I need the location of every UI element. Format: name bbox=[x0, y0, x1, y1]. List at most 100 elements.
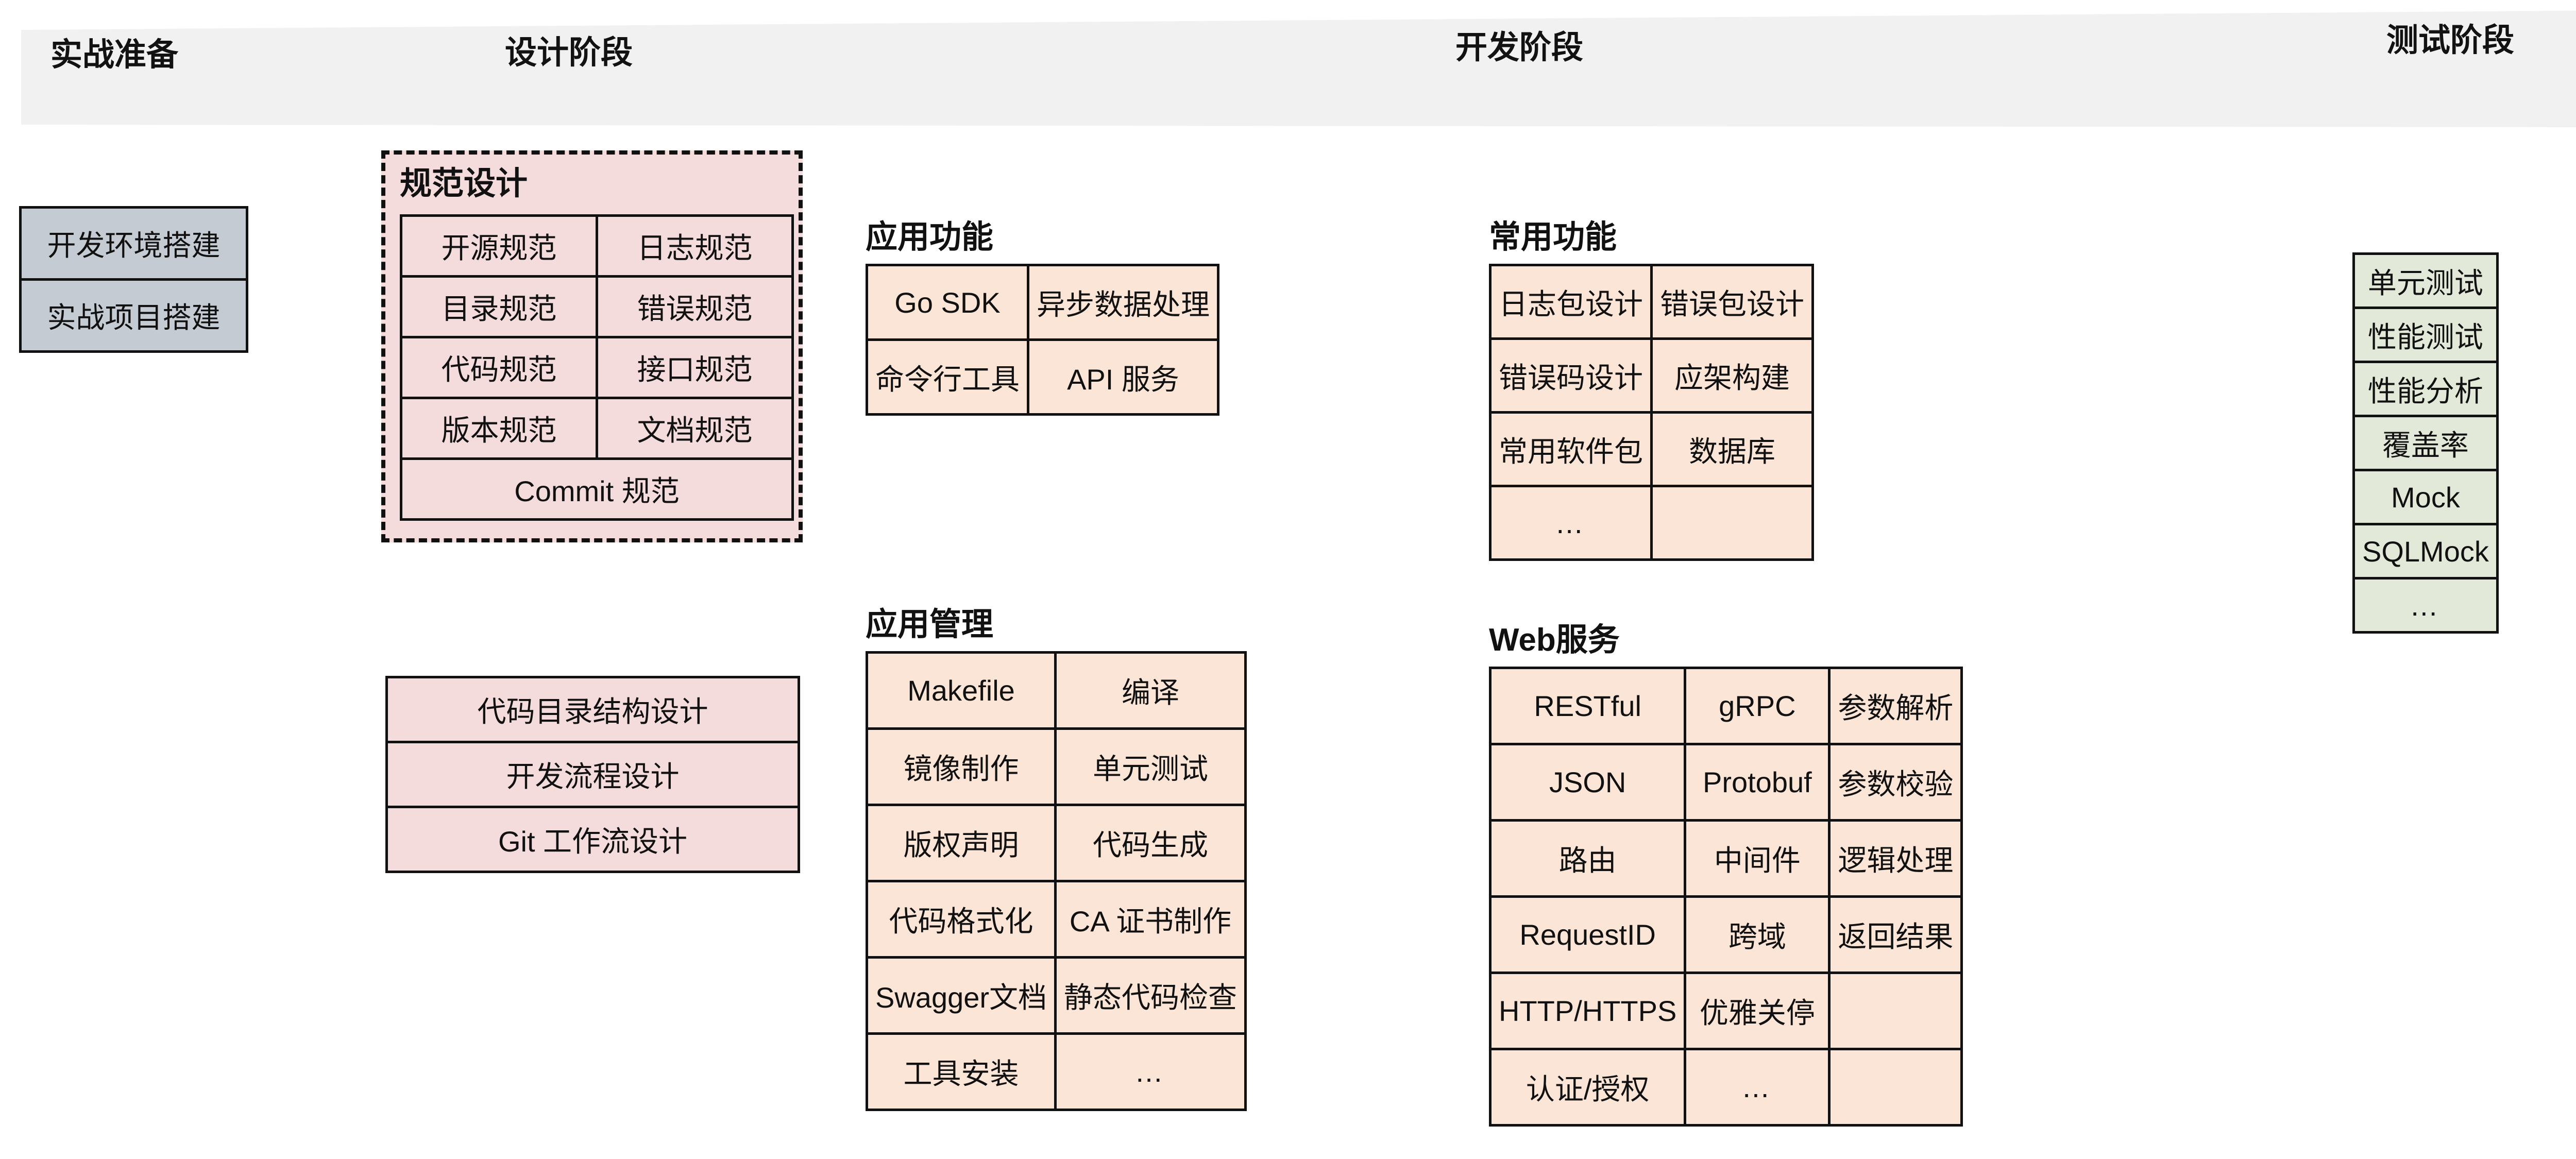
app-function-cell-cli[interactable]: 命令行工具 bbox=[866, 338, 1029, 416]
web-cell-json[interactable]: JSON bbox=[1488, 743, 1687, 822]
table-row[interactable]: 覆盖率 bbox=[2352, 415, 2499, 471]
spec-cell-code[interactable]: 代码规范 bbox=[400, 336, 598, 399]
table-row[interactable]: 版权声明 代码生成 bbox=[865, 804, 1247, 882]
web-cell-response[interactable]: 返回结果 bbox=[1828, 895, 1963, 974]
app-mgmt-cell-copyright[interactable]: 版权声明 bbox=[865, 804, 1057, 882]
web-cell-shutdown[interactable]: 优雅关停 bbox=[1684, 971, 1831, 1050]
web-cell-protobuf[interactable]: Protobuf bbox=[1684, 743, 1831, 822]
table-row[interactable]: 代码目录结构设计 bbox=[385, 676, 800, 743]
web-service-title: Web服务 bbox=[1489, 622, 1620, 658]
spec-cell-open-source[interactable]: 开源规范 bbox=[400, 214, 598, 278]
design-extra-cell-dev-flow[interactable]: 开发流程设计 bbox=[385, 741, 800, 808]
common-cell-scaffold[interactable]: 应架构建 bbox=[1650, 337, 1814, 414]
app-function-cell-go-sdk[interactable]: Go SDK bbox=[866, 264, 1029, 341]
table-row[interactable]: 性能分析 bbox=[2352, 361, 2499, 417]
spec-cell-log[interactable]: 日志规范 bbox=[596, 214, 794, 278]
table-row[interactable]: Mock bbox=[2352, 469, 2499, 525]
web-cell-http[interactable]: HTTP/HTTPS bbox=[1488, 971, 1687, 1050]
common-cell-error-pkg[interactable]: 错误包设计 bbox=[1650, 264, 1814, 340]
table-row[interactable]: 开发环境搭建 bbox=[19, 206, 248, 281]
table-row[interactable]: Go SDK 异步数据处理 bbox=[866, 264, 1219, 341]
table-row[interactable]: 代码格式化 CA 证书制作 bbox=[865, 880, 1247, 959]
table-row[interactable]: 错误码设计 应架构建 bbox=[1489, 337, 1814, 414]
web-cell-cors[interactable]: 跨域 bbox=[1684, 895, 1831, 974]
table-row[interactable]: 认证/授权 … bbox=[1488, 1048, 1963, 1127]
table-row[interactable]: 常用软件包 数据库 bbox=[1489, 411, 1814, 487]
table-row[interactable]: HTTP/HTTPS 优雅关停 bbox=[1488, 971, 1963, 1050]
common-cell-packages[interactable]: 常用软件包 bbox=[1489, 411, 1653, 487]
stage-banner: 实战准备 设计阶段 开发阶段 测试阶段 部署阶段 Tips bbox=[0, 0, 2576, 134]
table-row[interactable]: 版本规范 文档规范 bbox=[400, 397, 794, 460]
testing-cell-sqlmock[interactable]: SQLMock bbox=[2352, 523, 2499, 580]
spec-cell-error[interactable]: 错误规范 bbox=[596, 275, 794, 338]
table-row[interactable]: JSON Protobuf 参数校验 bbox=[1488, 743, 1963, 822]
testing-cell-perf-test[interactable]: 性能测试 bbox=[2352, 306, 2499, 363]
table-row[interactable]: 性能测试 bbox=[2352, 306, 2499, 363]
table-row[interactable]: 镜像制作 单元测试 bbox=[865, 727, 1247, 806]
table-row[interactable]: 工具安装 … bbox=[865, 1032, 1247, 1111]
spec-cell-directory[interactable]: 目录规范 bbox=[400, 275, 598, 338]
table-row[interactable]: 单元测试 bbox=[2352, 252, 2499, 309]
common-cell-database[interactable]: 数据库 bbox=[1650, 411, 1814, 487]
table-row[interactable]: Makefile 编译 bbox=[865, 651, 1247, 730]
table-row[interactable]: Git 工作流设计 bbox=[385, 806, 800, 873]
common-cell-log-pkg[interactable]: 日志包设计 bbox=[1489, 264, 1653, 340]
spec-cell-version[interactable]: 版本规范 bbox=[400, 397, 598, 460]
app-mgmt-cell-format[interactable]: 代码格式化 bbox=[865, 880, 1057, 959]
table-row[interactable]: … bbox=[2352, 577, 2499, 634]
spec-cell-commit[interactable]: Commit 规范 bbox=[400, 457, 794, 521]
stage-label-prep: 实战准备 bbox=[50, 37, 179, 73]
table-row[interactable]: Commit 规范 bbox=[400, 457, 794, 521]
web-cell-param-parse[interactable]: 参数解析 bbox=[1828, 667, 1963, 745]
table-row[interactable]: 路由 中间件 逻辑处理 bbox=[1488, 819, 1963, 898]
app-function-cell-async[interactable]: 异步数据处理 bbox=[1027, 264, 1219, 341]
app-mgmt-cell-makefile[interactable]: Makefile bbox=[865, 651, 1057, 730]
design-extra-cell-git-flow[interactable]: Git 工作流设计 bbox=[385, 806, 800, 873]
table-row[interactable]: 代码规范 接口规范 bbox=[400, 336, 794, 399]
web-cell-auth[interactable]: 认证/授权 bbox=[1488, 1048, 1687, 1127]
app-mgmt-cell-tool-install[interactable]: 工具安装 bbox=[865, 1032, 1057, 1111]
table-row[interactable]: Swagger文档 静态代码检查 bbox=[865, 956, 1247, 1035]
testing-cell-mock[interactable]: Mock bbox=[2352, 469, 2499, 525]
testing-cell-coverage[interactable]: 覆盖率 bbox=[2352, 415, 2499, 471]
prep-cell-0[interactable]: 开发环境搭建 bbox=[19, 206, 248, 281]
app-mgmt-cell-more[interactable]: … bbox=[1054, 1032, 1247, 1111]
table-row[interactable]: 实战项目搭建 bbox=[19, 278, 248, 353]
app-mgmt-cell-swagger[interactable]: Swagger文档 bbox=[865, 956, 1057, 1035]
app-mgmt-cell-lint[interactable]: 静态代码检查 bbox=[1054, 956, 1247, 1035]
common-function-group: 常用功能 日志包设计 错误包设计 错误码设计 应架构建 常用软件包 数据库 … bbox=[1489, 221, 1814, 561]
web-cell-more[interactable]: … bbox=[1684, 1048, 1831, 1127]
testing-cell-more[interactable]: … bbox=[2352, 577, 2499, 634]
web-cell-restful[interactable]: RESTful bbox=[1488, 667, 1687, 745]
common-cell-error-code[interactable]: 错误码设计 bbox=[1489, 337, 1653, 414]
table-row[interactable]: SQLMock bbox=[2352, 523, 2499, 580]
spec-cell-document[interactable]: 文档规范 bbox=[596, 397, 794, 460]
app-mgmt-cell-compile[interactable]: 编译 bbox=[1054, 651, 1247, 730]
app-mgmt-cell-unit-test[interactable]: 单元测试 bbox=[1054, 727, 1247, 806]
table-row[interactable]: RequestID 跨域 返回结果 bbox=[1488, 895, 1963, 974]
spec-cell-interface[interactable]: 接口规范 bbox=[596, 336, 794, 399]
table-row[interactable]: 命令行工具 API 服务 bbox=[866, 338, 1219, 416]
web-cell-middleware[interactable]: 中间件 bbox=[1684, 819, 1831, 898]
table-row[interactable]: … bbox=[1489, 485, 1814, 561]
testing-cell-unit[interactable]: 单元测试 bbox=[2352, 252, 2499, 309]
app-mgmt-cell-image[interactable]: 镜像制作 bbox=[865, 727, 1057, 806]
web-cell-router[interactable]: 路由 bbox=[1488, 819, 1687, 898]
table-row[interactable]: 日志包设计 错误包设计 bbox=[1489, 264, 1814, 340]
web-cell-request-id[interactable]: RequestID bbox=[1488, 895, 1687, 974]
table-row[interactable]: 开源规范 日志规范 bbox=[400, 214, 794, 278]
common-cell-more[interactable]: … bbox=[1489, 485, 1653, 561]
app-mgmt-cell-codegen[interactable]: 代码生成 bbox=[1054, 804, 1247, 882]
web-cell-spacer-b bbox=[1828, 1048, 1963, 1127]
table-row[interactable]: 目录规范 错误规范 bbox=[400, 275, 794, 338]
web-cell-grpc[interactable]: gRPC bbox=[1684, 667, 1831, 745]
prep-cell-1[interactable]: 实战项目搭建 bbox=[19, 278, 248, 353]
table-row[interactable]: 开发流程设计 bbox=[385, 741, 800, 808]
design-extra-cell-code-layout[interactable]: 代码目录结构设计 bbox=[385, 676, 800, 743]
app-function-cell-api[interactable]: API 服务 bbox=[1027, 338, 1219, 416]
web-cell-logic[interactable]: 逻辑处理 bbox=[1828, 819, 1963, 898]
table-row[interactable]: RESTful gRPC 参数解析 bbox=[1488, 667, 1963, 745]
web-cell-param-validate[interactable]: 参数校验 bbox=[1828, 743, 1963, 822]
testing-cell-perf-analysis[interactable]: 性能分析 bbox=[2352, 361, 2499, 417]
app-mgmt-cell-ca[interactable]: CA 证书制作 bbox=[1054, 880, 1247, 959]
